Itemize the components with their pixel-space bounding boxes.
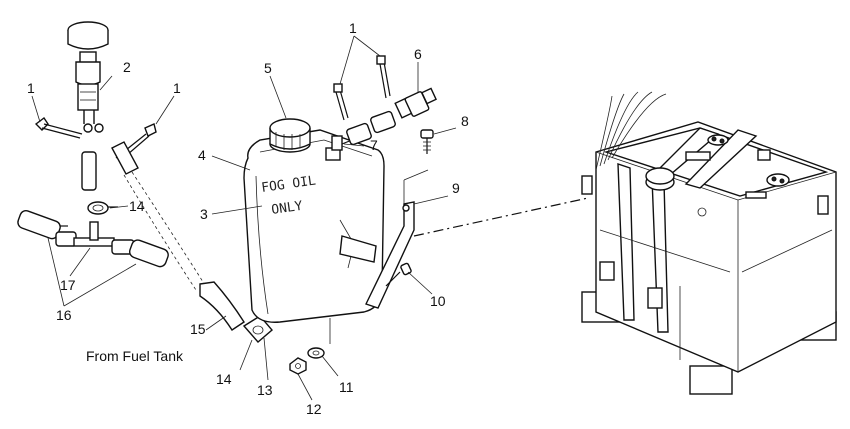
clamp-left: [34, 116, 83, 139]
callout-15: 15: [190, 321, 206, 337]
tank-cap: [269, 118, 311, 153]
callout-12: 12: [306, 401, 322, 417]
callout-4: 4: [198, 147, 206, 163]
fuel-line: [199, 281, 245, 331]
callout-8: 8: [461, 113, 469, 129]
callout-6: 6: [414, 46, 422, 62]
mounting-bracket: [339, 169, 429, 309]
callout-7: 7: [370, 137, 378, 153]
clamp-pair-upper: [333, 55, 396, 146]
callout-14-lower: 14: [216, 371, 232, 387]
engine-block: [581, 91, 837, 395]
tee-fitting: [17, 210, 169, 268]
callout-9: 9: [452, 180, 460, 196]
tank-label-line2: ONLY: [270, 199, 303, 218]
oil-tank: FOG OIL ONLY: [243, 129, 385, 323]
callout-5: 5: [264, 60, 272, 76]
leader-lines: [31, 35, 457, 401]
callout-2: 2: [123, 59, 131, 75]
screw-10: [385, 262, 412, 287]
callout-13: 13: [257, 382, 273, 398]
primer-pump: [67, 21, 109, 133]
callout-14-upper: 14: [129, 198, 145, 214]
callout-1-left: 1: [27, 80, 35, 96]
callout-11: 11: [339, 379, 354, 395]
callout-1-middle: 1: [173, 80, 181, 96]
outlet-fitting: [325, 135, 353, 161]
caption-from-fuel-tank: From Fuel Tank: [86, 348, 184, 364]
check-valve: [394, 87, 437, 119]
clamp-lower: [242, 315, 273, 343]
reference-line: [413, 197, 589, 237]
callout-17: 17: [60, 277, 76, 293]
callout-numbers: 2 1 1 1 5 6 8 7 4 3 9 10 11 12 13 14 14 …: [27, 20, 469, 417]
callout-10: 10: [430, 293, 446, 309]
clamp-upper: [87, 201, 118, 215]
screw-8: [420, 129, 434, 154]
callout-3: 3: [200, 206, 208, 222]
callout-16: 16: [56, 307, 72, 323]
callout-1-top: 1: [349, 20, 357, 36]
washer-nut: [289, 318, 331, 375]
primer-hoses: [81, 141, 206, 291]
